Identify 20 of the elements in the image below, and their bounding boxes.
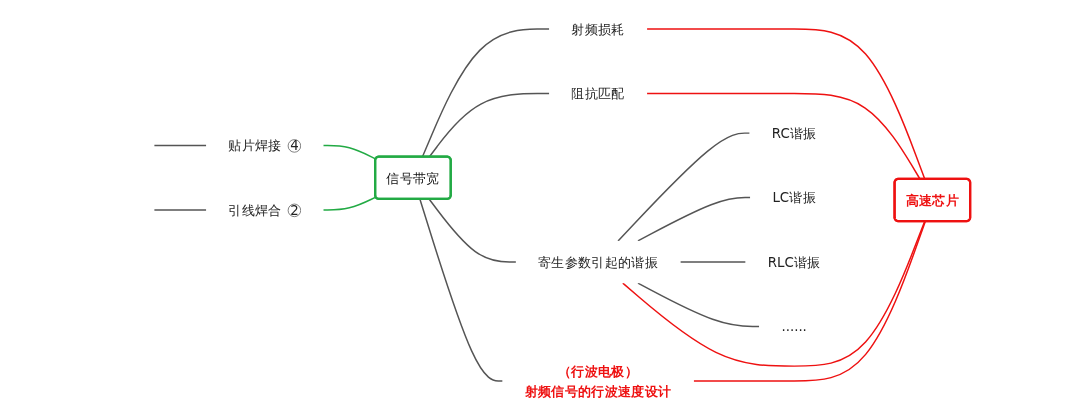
node-text: （行波电极） 射频信号的行波速度设计	[524, 363, 672, 399]
connector	[419, 198, 504, 382]
node-text: RLC谐振	[767, 254, 821, 270]
connector	[637, 282, 760, 328]
node-text: 贴片焊接 4	[228, 137, 299, 154]
connector	[322, 144, 377, 160]
node-text: ......	[781, 318, 807, 335]
connector	[428, 198, 517, 263]
node-text: LC谐振	[772, 189, 816, 206]
connector	[322, 196, 377, 211]
node-text: 阻抗匹配	[571, 85, 625, 102]
connector	[153, 209, 207, 211]
node-text: 寄生参数引起的谐振	[538, 254, 659, 270]
connector	[637, 196, 751, 242]
connector	[679, 261, 747, 263]
node-text: RC谐振	[771, 125, 817, 141]
connector	[153, 144, 207, 147]
node-text: 引线焊合 2	[228, 202, 299, 218]
connector	[617, 132, 751, 242]
node-text: 射频损耗	[571, 21, 625, 37]
